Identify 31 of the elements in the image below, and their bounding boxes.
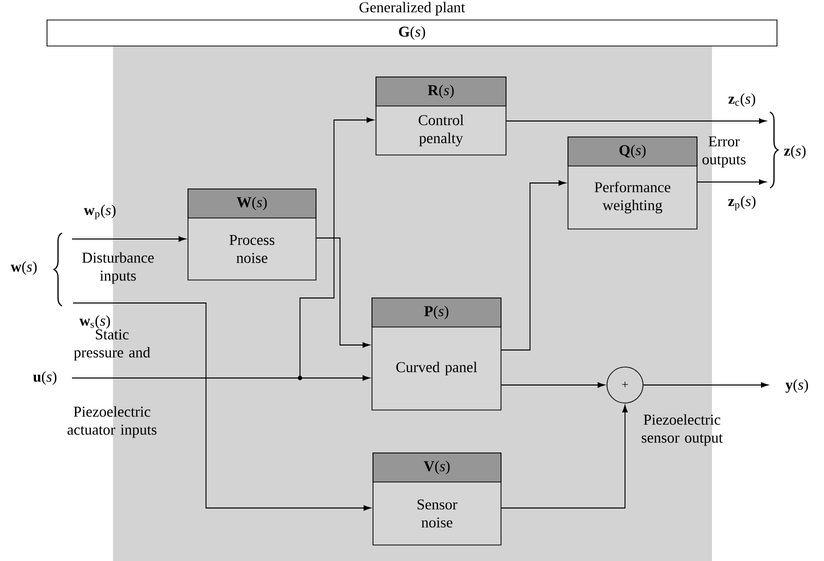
signal-label: w$_{p}$(s) <box>84 204 116 220</box>
block-box: P(s) Curved panel <box>372 298 502 410</box>
arrow <box>72 236 186 242</box>
text-label: Piezoelectric sensor output <box>642 414 723 446</box>
arrow <box>500 180 566 350</box>
arrow <box>72 117 374 378</box>
arrow <box>500 405 628 508</box>
signal-label: u(s) <box>33 371 56 385</box>
text-label: z(s) <box>784 145 806 159</box>
block-box: R(s) Control penalty <box>376 76 506 156</box>
summing-junction: + <box>606 366 644 404</box>
node-label: Generalized plant <box>360 2 466 16</box>
arrow <box>72 302 371 511</box>
text-label: Static pressure and <box>74 329 150 361</box>
text-label: Piezoelectric actuator inputs <box>68 406 156 438</box>
signal-label: z$_{c}$(s) <box>728 93 756 107</box>
block-box: Q(s) Performance weighting <box>568 136 698 230</box>
plant-box: Generalized plant G(s) <box>46 2 778 46</box>
arrow <box>500 382 605 388</box>
arrow <box>696 179 766 185</box>
text-label: Disturbance inputs <box>82 252 154 284</box>
block-box: W(s) Process noise <box>188 188 316 280</box>
arrow <box>316 238 370 348</box>
block-box: V(s) Sensor noise <box>372 452 502 546</box>
signal-label: z$_{p}$(s) <box>728 196 756 210</box>
signal-label: w$_{s}$(s) <box>79 315 110 329</box>
text-label: w(s) <box>10 261 37 275</box>
arrow <box>642 382 768 388</box>
arrow <box>506 118 766 124</box>
signal-label: y(s) <box>785 379 808 393</box>
text-label: Error outputs <box>702 136 746 168</box>
